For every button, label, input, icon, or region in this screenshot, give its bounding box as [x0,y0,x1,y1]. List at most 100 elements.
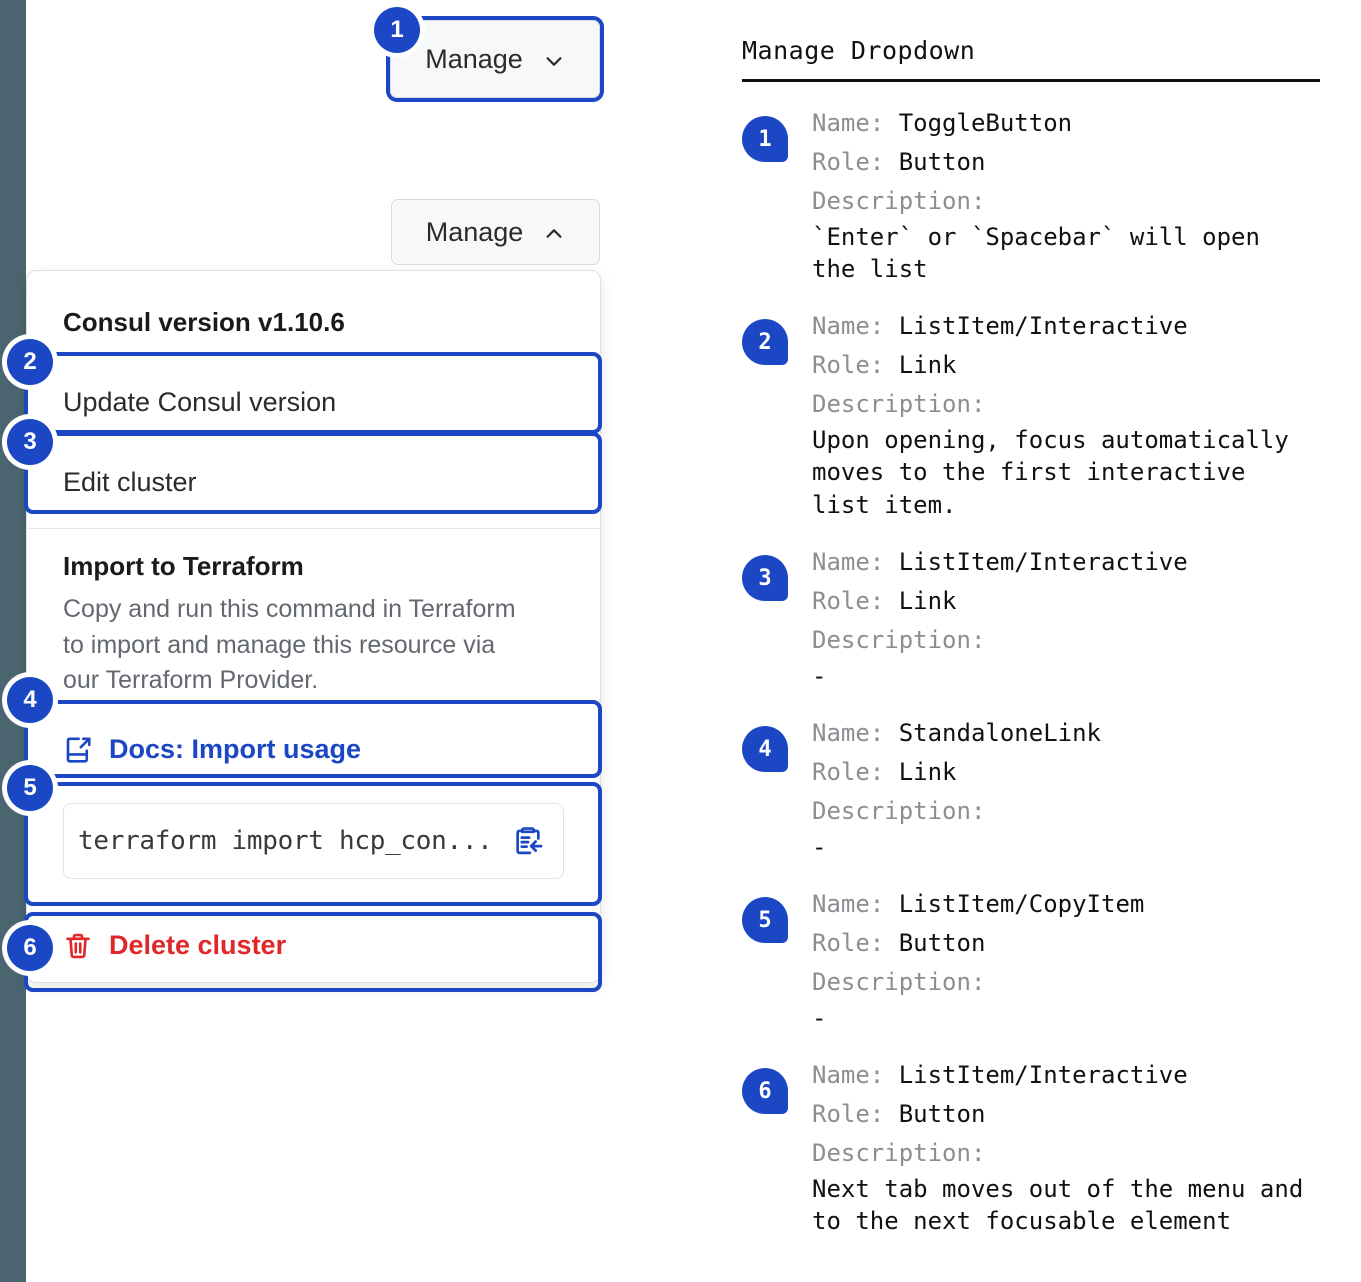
callout-badge-1: 1 [374,7,420,53]
callout-badge-2: 2 [7,339,53,385]
annotation-description-label: Description: [812,1139,986,1167]
annotation-role: Role: Button [812,924,1322,963]
chevron-down-icon [543,48,565,70]
annotation-description-label: Description: [812,186,986,215]
annotation-role-label: Role: [812,1100,899,1129]
annotation-role-value: Link [898,587,957,616]
annotation-role-value: Link [898,351,957,380]
import-to-terraform-body: Copy and run this command in Terraform t… [63,595,516,694]
delete-cluster-label: Delete cluster [109,930,287,960]
annotation-name: Name: ListItem/Interactive [812,1056,1322,1095]
annotation-role-label: Role: [812,351,899,380]
annotation-description-label: Description: [812,390,986,419]
docs-external-link-icon [63,735,93,765]
annotation-role-value: Button [898,929,986,958]
annotation-description-label: Description: [812,796,986,825]
annotation-description-value: - [812,832,827,861]
update-consul-version-label: Update Consul version [63,386,337,417]
annotation-name-label: Name: [812,312,899,341]
annotation-role-label: Role: [812,147,899,176]
annotation-role-label: Role: [812,929,899,958]
annotation-panel-divider [742,79,1320,82]
edit-cluster-label: Edit cluster [63,466,197,497]
consul-version-header: Consul version v1.10.6 [63,307,345,337]
chevron-up-icon [543,221,565,243]
callout-badge-5: 5 [7,765,53,811]
annotation-name-value: ListItem/Interactive [898,1061,1188,1090]
annotation-role-value: Button [898,147,986,176]
annotation-panel-title: Manage Dropdown [742,36,976,65]
annotation-name: Name: ListItem/Interactive [812,543,1322,582]
annotation-name-value: ListItem/Interactive [898,548,1188,577]
callout-badge-6: 6 [7,925,53,971]
annotation-name-value: StandaloneLink [898,719,1101,748]
annotation-role-value: Button [898,1100,986,1129]
manage-toggle-label-expanded: Manage [425,216,524,247]
annotation-role: Role: Link [812,346,1322,385]
annotation-name-value: ListItem/CopyItem [898,890,1145,919]
menu-item-update-consul-version[interactable]: Update Consul version [27,362,600,442]
annotation-name: Name: ListItem/Interactive [812,307,1322,346]
annotation-description-label: Description: [812,625,986,654]
spacer [27,787,600,803]
annotation-pin-6: 6 [742,1068,788,1115]
annotation-name-label: Name: [812,719,899,748]
callout-badge-3: 3 [7,419,53,465]
annotation-role-value: Link [898,758,957,787]
annotation-role: Role: Link [812,753,1322,792]
docs-import-usage-label: Docs: Import usage [109,734,362,764]
annotation-description-value: Upon opening, focus automatically moves … [812,426,1289,519]
manage-toggle-button-expanded[interactable]: Manage [391,199,600,265]
annotation-name: Name: ToggleButton [812,104,1322,143]
annotation-name-label: Name: [812,109,899,137]
copy-to-clipboard-icon[interactable] [511,824,545,858]
annotation-pin-2: 2 [742,319,788,366]
annotation-role-label: Role: [812,758,899,787]
manage-toggle-label: Manage [425,43,523,74]
left-sidebar-rail [0,0,26,1282]
menu-item-docs-import-usage[interactable]: Docs: Import usage [27,713,600,787]
annotation-role: Role: Button [812,1095,1322,1134]
manage-dropdown-panel: Consul version v1.10.6 Update Consul ver… [26,270,601,983]
annotation-description-value: - [812,661,827,690]
annotation-description-label: Description: [812,967,986,996]
annotation-pin-1: 1 [742,116,788,162]
annotation-pin-3: 3 [742,555,788,602]
annotation-name-label: Name: [812,548,899,577]
annotation-name-label: Name: [812,890,899,919]
annotation-role: Role: Button [812,143,1322,182]
annotation-name-value: ListItem/Interactive [898,312,1188,341]
annotation-name: Name: StandaloneLink [812,714,1322,753]
annotation-name: Name: ListItem/CopyItem [812,885,1322,924]
manage-toggle-button-collapsed[interactable]: Manage [390,20,600,98]
annotation-name-label: Name: [812,1061,899,1090]
annotation-description-value: - [812,1003,827,1032]
annotation-pin-5: 5 [742,897,788,944]
annotation-description-value: `Enter` or `Spacebar` will open the list [812,222,1260,284]
annotation-role-label: Role: [812,587,899,616]
menu-divider [27,528,600,529]
annotation-pin-4: 4 [742,726,788,773]
annotation-role: Role: Link [812,582,1322,621]
trash-icon [63,931,93,961]
annotation-name-value: ToggleButton [898,109,1073,137]
annotation-description-value: Next tab moves out of the menu and to th… [812,1174,1304,1236]
menu-item-edit-cluster[interactable]: Edit cluster [27,442,600,522]
terraform-command-box[interactable]: terraform import hcp_con... [63,802,564,879]
menu-item-delete-cluster[interactable]: Delete cluster [27,901,600,991]
